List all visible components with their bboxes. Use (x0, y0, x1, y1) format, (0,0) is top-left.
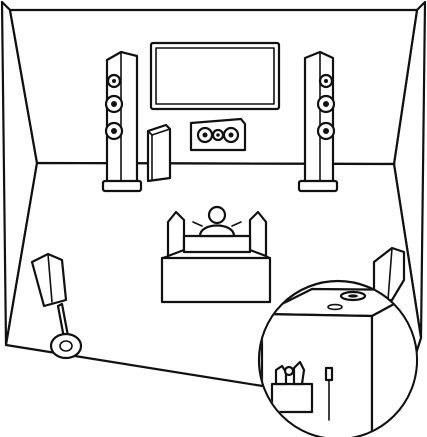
front-left-tower-speaker (103, 52, 141, 191)
tv-screen (151, 43, 279, 109)
center-speaker (191, 119, 245, 150)
subwoofer (148, 125, 170, 181)
front-right-tower-speaker (299, 52, 337, 191)
